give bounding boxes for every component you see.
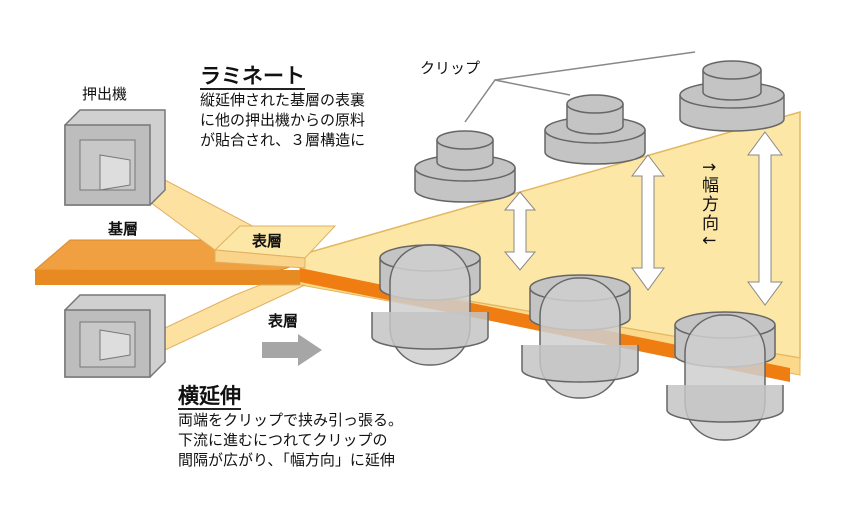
extruder-upper (64, 109, 166, 206)
clip-bottom-1 (371, 244, 489, 366)
surface-layer-top-label: 表層 (252, 232, 283, 250)
clip-top-3 (679, 60, 785, 132)
laminate-line: に他の押出機からの原料 (200, 111, 366, 129)
base-layer-front (35, 270, 300, 285)
clip-callout-lines (464, 79, 571, 123)
clip-top-2 (544, 94, 646, 165)
surface-label-box-front (214, 249, 306, 269)
laminate-line: 縦延伸された基層の表裏 (200, 91, 366, 109)
flow-arrow-icon (262, 334, 322, 366)
laminate-note: ラミネート 縦延伸された基層の表裏 に他の押出機からの原料 が貼合され、３層構造… (200, 64, 365, 150)
width-double-arrows (503, 131, 783, 306)
laminate-title: ラミネート (200, 64, 305, 90)
surface-layer-bottom-label: 表層 (268, 312, 299, 330)
transverse-title: 横延伸 (178, 384, 241, 410)
extruder-lower (64, 294, 166, 378)
transverse-line: 間隔が広がり、「幅方向」に延伸 (178, 451, 395, 469)
clip-bottom-2 (521, 274, 639, 399)
transverse-line: 両端をクリップで挟み引っ張る。 (178, 411, 404, 429)
base-layer-label: 基層 (108, 220, 139, 238)
clip-top-1 (414, 130, 516, 203)
width-direction-label: ↑幅方向↓ (698, 160, 718, 250)
transverse-note: 横延伸 両端をクリップで挟み引っ張る。 下流に進むにつれてクリップの 間隔が広が… (178, 384, 403, 470)
clip-bottom-3 (666, 311, 784, 441)
laminate-line: が貼合され、３層構造に (200, 131, 366, 149)
clip-label: クリップ (420, 59, 481, 77)
extruder-label: 押出機 (82, 85, 128, 103)
transverse-line: 下流に進むにつれてクリップの (178, 431, 388, 449)
